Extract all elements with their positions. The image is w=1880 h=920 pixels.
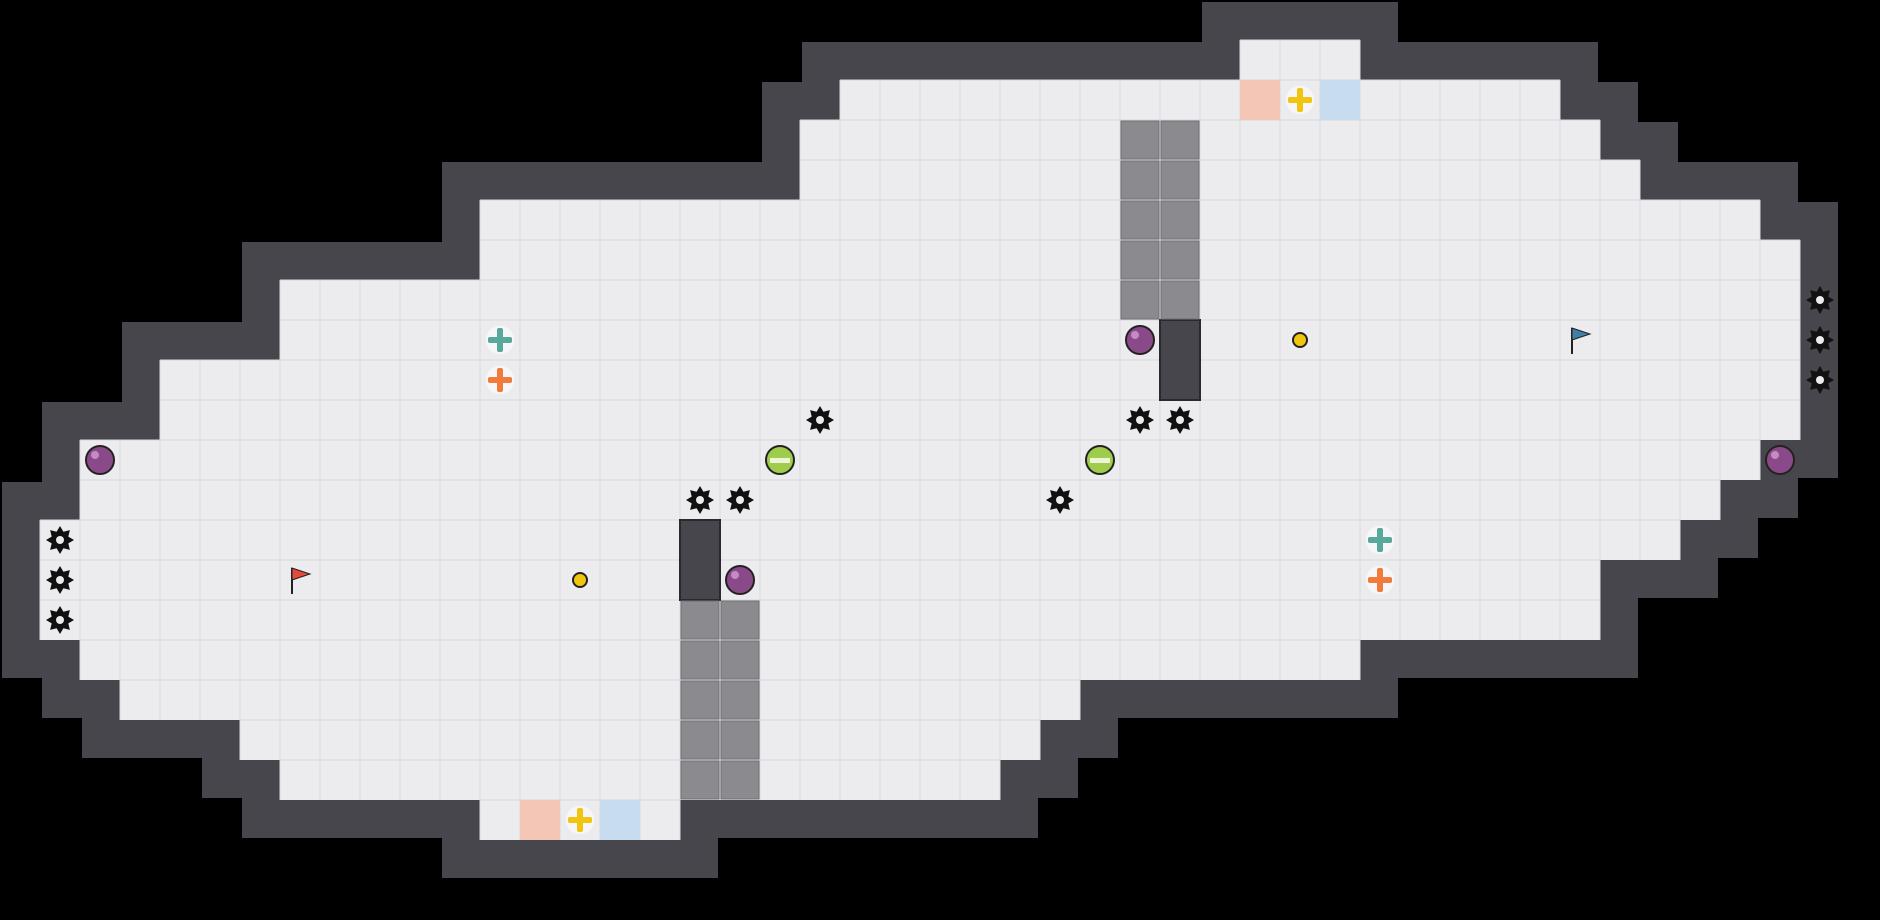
spike-icon	[1806, 326, 1834, 354]
grate-tile	[1120, 160, 1160, 200]
grate-tile	[680, 600, 720, 640]
floor-tile-row	[1240, 40, 1360, 80]
spike-icon	[686, 486, 714, 514]
red-flag-icon	[291, 567, 312, 594]
boost-icon	[486, 326, 514, 354]
spike-icon	[1806, 286, 1834, 314]
floor-tile-row	[40, 560, 1600, 600]
grate-tile	[1160, 280, 1200, 320]
boost-icon	[566, 806, 594, 834]
grate-tile	[720, 640, 760, 680]
spike-icon	[1126, 406, 1154, 434]
team-pad	[1320, 80, 1360, 120]
boost-icon	[1366, 526, 1394, 554]
floor-tile-row	[40, 600, 1600, 640]
grate-tile	[1160, 200, 1200, 240]
grate-tile	[1160, 120, 1200, 160]
grate-tile	[720, 760, 760, 800]
wall-block	[679, 519, 721, 601]
grate-tile	[1120, 280, 1160, 320]
spike-icon	[1806, 366, 1834, 394]
grate-tile	[1120, 120, 1160, 160]
spike-icon	[1166, 406, 1194, 434]
spike-icon	[46, 566, 74, 594]
spike-icon	[726, 486, 754, 514]
boost-icon	[1286, 86, 1314, 114]
object-layer	[46, 80, 1834, 840]
grate-tile	[680, 720, 720, 760]
grate-tile	[1160, 160, 1200, 200]
grate-tile	[1160, 240, 1200, 280]
team-pad	[600, 800, 640, 840]
spike-icon	[46, 526, 74, 554]
spike-icon	[806, 406, 834, 434]
grate-tile	[1120, 200, 1160, 240]
bomb-icon	[85, 445, 115, 475]
team-pad	[520, 800, 560, 840]
token-icon	[572, 572, 588, 588]
floor-tile-row	[800, 160, 1640, 200]
floor-tile-row	[80, 480, 1720, 520]
grate-tile	[1120, 240, 1160, 280]
floor-tile-row	[160, 400, 1800, 440]
grate-tile	[720, 600, 760, 640]
boost-icon	[1366, 566, 1394, 594]
blue-flag-icon	[1571, 327, 1592, 354]
spike-icon	[1046, 486, 1074, 514]
floor-tile-row	[160, 360, 1800, 400]
bomb-icon	[1125, 325, 1155, 355]
bomb-icon	[1765, 445, 1795, 475]
spike-icon	[46, 606, 74, 634]
grate-tile	[720, 720, 760, 760]
wall-block	[1159, 319, 1201, 401]
boost-icon	[486, 366, 514, 394]
bomb-icon	[725, 565, 755, 595]
grate-tile	[680, 640, 720, 680]
team-pad	[1240, 80, 1280, 120]
floor-tile-row	[40, 520, 1680, 560]
portal-icon	[1085, 445, 1115, 475]
grate-tile	[680, 680, 720, 720]
grate-tile	[680, 760, 720, 800]
token-icon	[1292, 332, 1308, 348]
grid-layer	[39, 39, 1801, 840]
portal-icon	[765, 445, 795, 475]
grate-tile	[720, 680, 760, 720]
